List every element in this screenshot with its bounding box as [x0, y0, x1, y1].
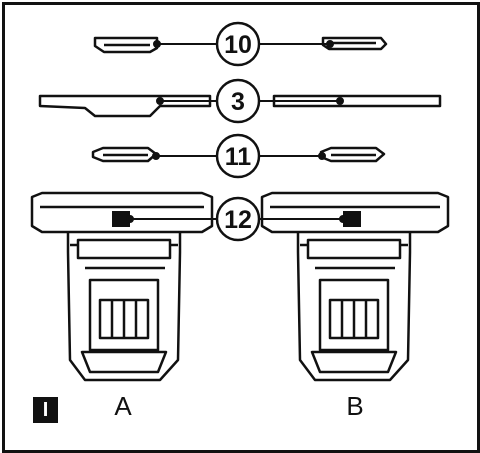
- callout-circle-3: [215, 78, 261, 124]
- part-11-right-piece: [319, 146, 386, 163]
- callout-12: 12: [224, 206, 252, 234]
- callout-circle-10: [215, 21, 261, 67]
- device-label-b: B: [346, 391, 363, 421]
- part-11-left-piece: [91, 146, 158, 163]
- figure-badge: I: [33, 397, 58, 423]
- callout-11: 11: [225, 143, 252, 171]
- part-3-left-piece: [38, 94, 212, 118]
- part-3-right-piece: [272, 94, 442, 108]
- device-b: [260, 191, 450, 382]
- callout-circle-12: [215, 196, 261, 242]
- part-10-left-piece: [93, 36, 159, 54]
- device-a-sensor: [112, 211, 130, 227]
- callout-10: 10: [224, 31, 252, 59]
- callout-circle-11: [215, 133, 261, 179]
- device-b-sensor: [343, 211, 361, 227]
- callout-3: 3: [231, 88, 245, 116]
- device-label-a: A: [114, 391, 132, 421]
- device-a: [30, 191, 214, 382]
